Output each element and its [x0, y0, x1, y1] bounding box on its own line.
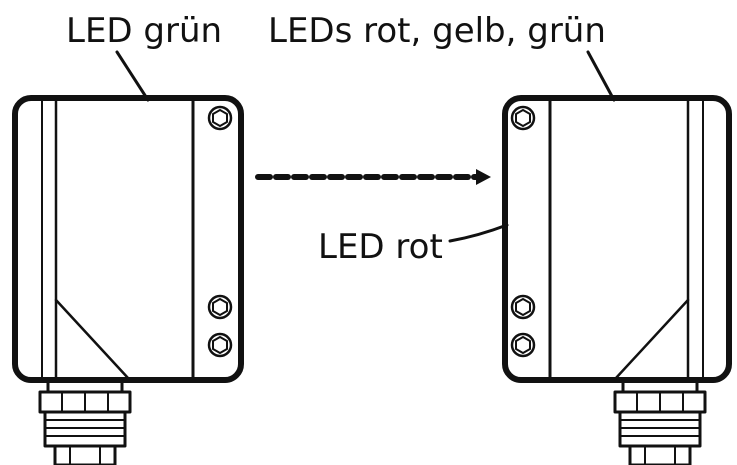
arrowhead-icon	[476, 169, 491, 185]
label-led-rot: LED rot	[318, 227, 443, 267]
screw-icon	[207, 332, 233, 358]
label-led-gruen: LED grün	[66, 11, 222, 51]
cable-gland-icon	[613, 378, 707, 465]
sensor-receiver	[502, 95, 732, 465]
screw-icon	[207, 294, 233, 320]
screw-icon	[510, 332, 536, 358]
screw-icon	[510, 294, 536, 320]
leader-line-right	[586, 50, 616, 102]
beam-arrow	[255, 169, 491, 185]
receiver-housing	[502, 95, 732, 383]
leader-line-left	[115, 50, 150, 102]
emitter-bevel-line	[54, 298, 130, 380]
screw-icon	[207, 105, 233, 131]
emitter-housing	[12, 95, 244, 383]
screw-icon	[510, 105, 536, 131]
sensor-emitter	[12, 95, 244, 465]
leader-line-led-rot	[448, 223, 509, 243]
receiver-bevel-line	[614, 298, 690, 380]
cable-gland-icon	[38, 378, 132, 465]
label-leds-rot-gelb-gruen: LEDs rot, gelb, grün	[268, 11, 606, 51]
